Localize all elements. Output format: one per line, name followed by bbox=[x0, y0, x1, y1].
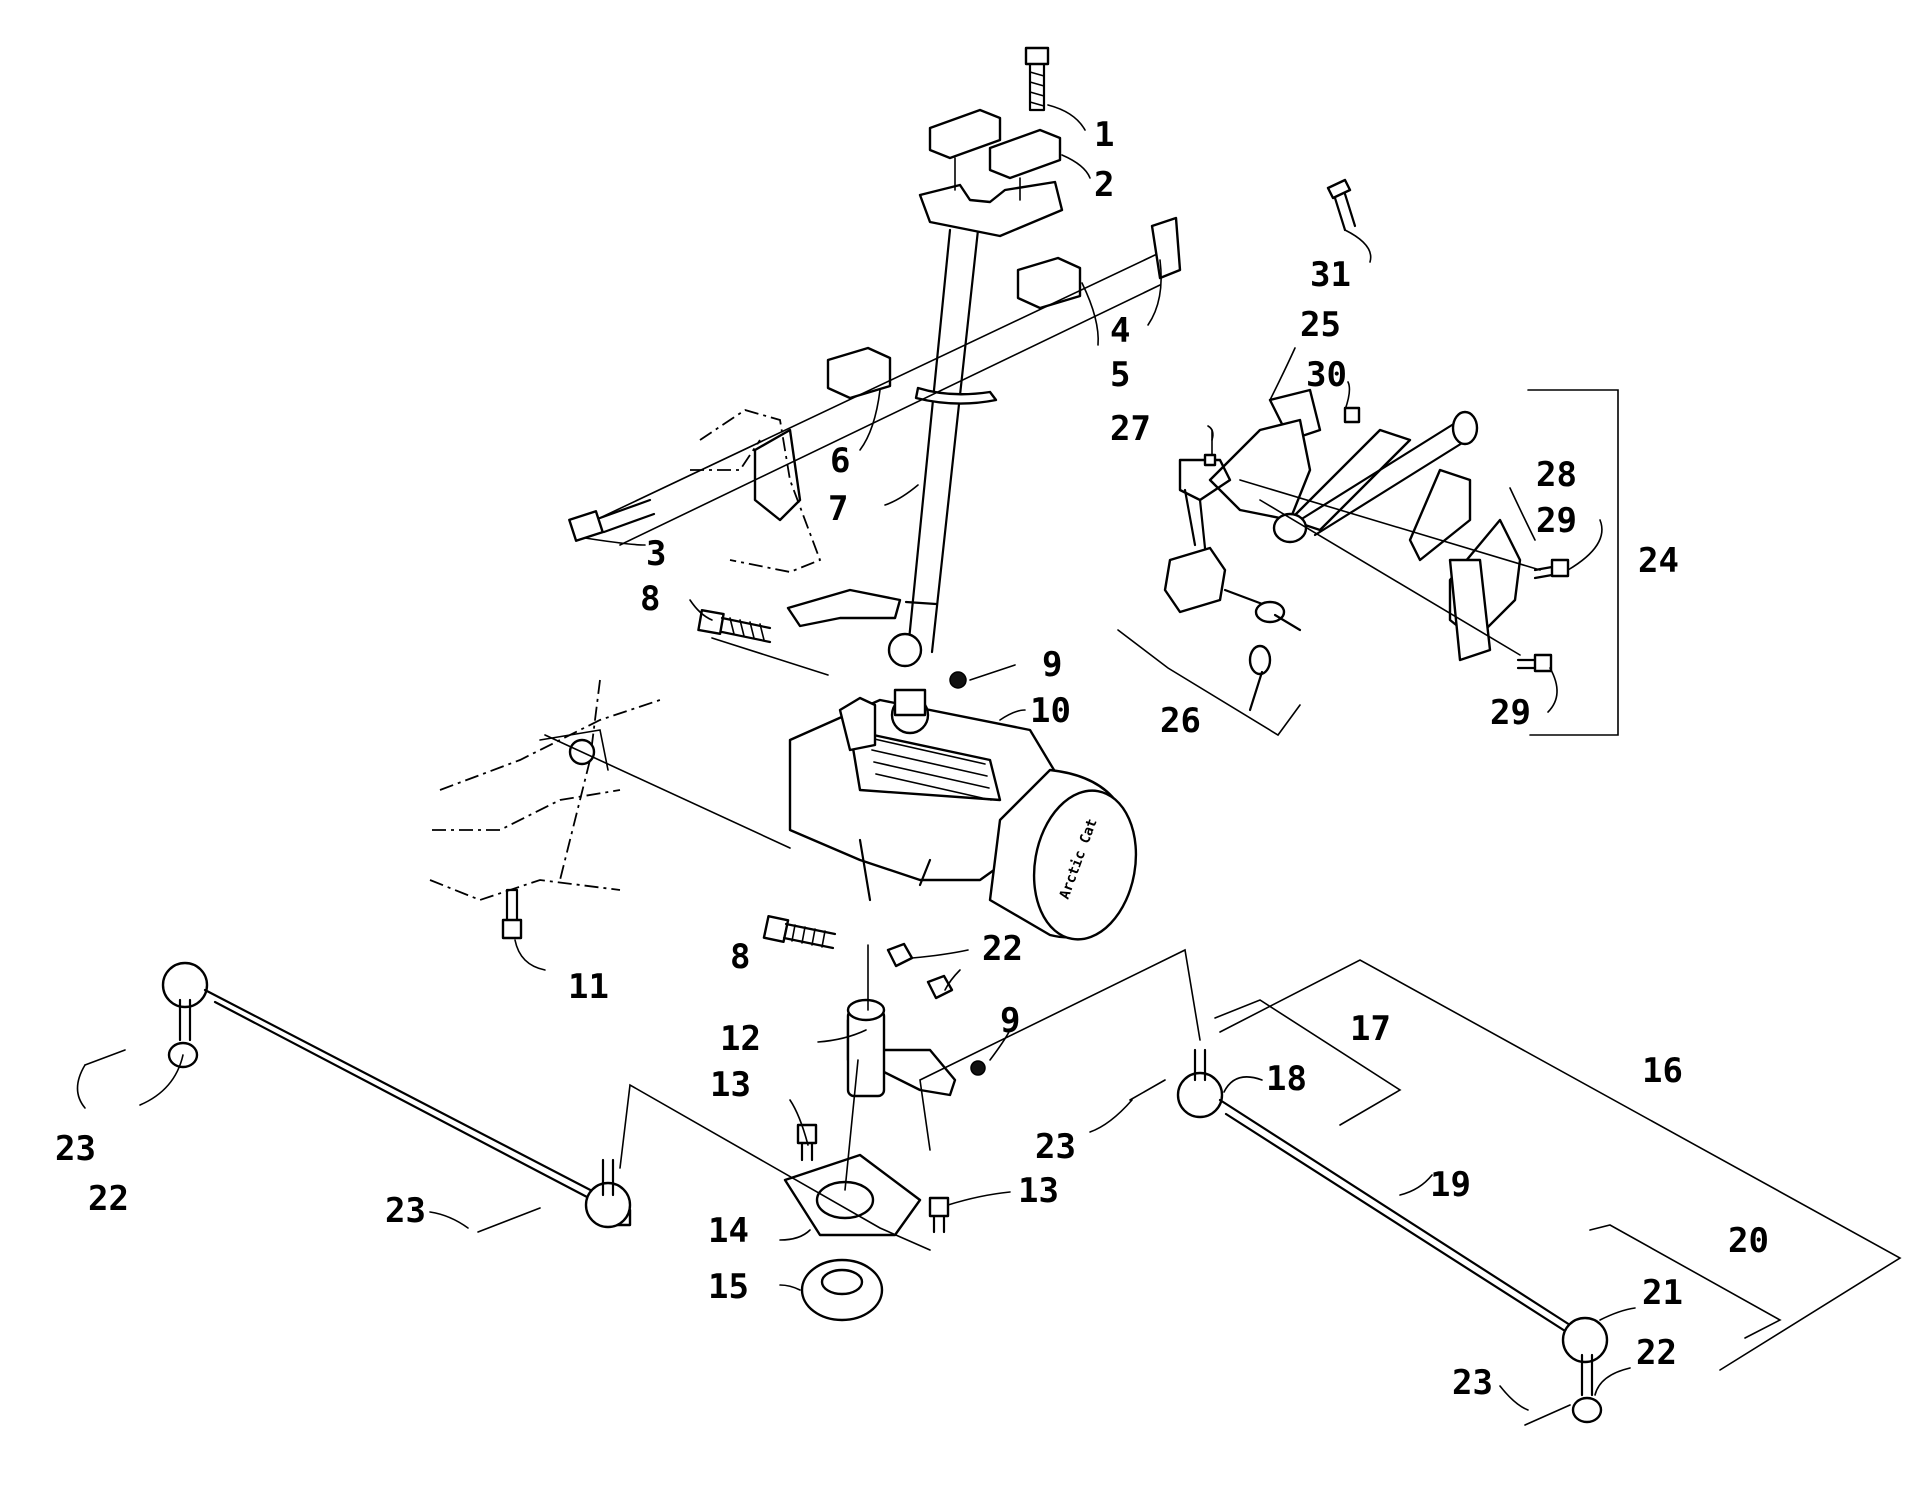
bolt bbox=[1024, 46, 1050, 112]
left-tie-rod bbox=[84, 961, 931, 1251]
callout-26: 26 bbox=[1160, 701, 1201, 741]
callout-12: 12 bbox=[720, 1019, 761, 1059]
callout-24: 24 bbox=[1638, 541, 1679, 581]
bearing-plate-assembly bbox=[783, 1059, 950, 1322]
callout-17: 17 bbox=[1350, 1009, 1391, 1049]
callout-27: 27 bbox=[1110, 409, 1151, 449]
callout-29-upper: 29 bbox=[1536, 501, 1577, 541]
callout-22-upper: 22 bbox=[982, 929, 1023, 969]
callout-15: 15 bbox=[708, 1267, 749, 1307]
chassis-frame bbox=[429, 679, 791, 901]
callout-23-center: 23 bbox=[1035, 1127, 1076, 1167]
callout-19: 19 bbox=[1430, 1165, 1471, 1205]
callout-22-left: 22 bbox=[88, 1179, 129, 1219]
callout-10: 10 bbox=[1030, 691, 1071, 731]
callout-13-left: 13 bbox=[710, 1065, 751, 1105]
power-steering-unit: Arctic Cat bbox=[788, 688, 1138, 941]
callout-9-upper: 9 bbox=[1042, 645, 1062, 685]
callout-14: 14 bbox=[708, 1211, 749, 1251]
callout-30: 30 bbox=[1306, 355, 1347, 395]
handlebar-clamp bbox=[918, 108, 1064, 238]
callout-13-right: 13 bbox=[1018, 1171, 1059, 1211]
pitman-arm-assembly bbox=[762, 914, 986, 1098]
leader-lines bbox=[76, 104, 1636, 1411]
callout-labels: 1 2 3 4 5 6 7 8 9 10 11 22 8 9 12 13 13 … bbox=[55, 115, 1769, 1403]
callout-2: 2 bbox=[1094, 165, 1114, 205]
callout-18: 18 bbox=[1266, 1059, 1307, 1099]
callout-31: 31 bbox=[1310, 255, 1351, 295]
callout-7: 7 bbox=[828, 489, 848, 529]
callout-25: 25 bbox=[1300, 305, 1341, 345]
callout-1: 1 bbox=[1094, 115, 1114, 155]
callout-23-far-left: 23 bbox=[55, 1129, 96, 1169]
frame-bolt bbox=[501, 888, 523, 940]
callout-6: 6 bbox=[830, 441, 850, 481]
callout-9-lower: 9 bbox=[1000, 1001, 1020, 1041]
column-lower-hardware bbox=[697, 588, 967, 689]
right-tie-rod bbox=[919, 948, 1902, 1426]
callout-5: 5 bbox=[1110, 355, 1130, 395]
mounting-bracket-assembly bbox=[1208, 388, 1619, 736]
ignition-switch bbox=[1117, 429, 1302, 737]
callout-23-left: 23 bbox=[385, 1191, 426, 1231]
callout-21: 21 bbox=[1642, 1273, 1683, 1313]
callout-20: 20 bbox=[1728, 1221, 1769, 1261]
callout-4: 4 bbox=[1110, 311, 1130, 351]
callout-8-lower: 8 bbox=[730, 937, 750, 977]
callout-3: 3 bbox=[646, 534, 666, 574]
callout-29-lower: 29 bbox=[1490, 693, 1531, 733]
frame-bracket bbox=[690, 409, 822, 573]
callout-22-right: 22 bbox=[1636, 1333, 1677, 1373]
callout-16: 16 bbox=[1642, 1051, 1683, 1091]
left-callouts-extra: 22 bbox=[88, 1179, 129, 1219]
callout-11: 11 bbox=[568, 967, 609, 1007]
callout-8-upper: 8 bbox=[640, 579, 660, 619]
callout-23-right: 23 bbox=[1452, 1363, 1493, 1403]
column-clamp-blocks bbox=[568, 216, 1182, 546]
callout-28: 28 bbox=[1536, 455, 1577, 495]
steering-column bbox=[904, 228, 998, 654]
small-hardware bbox=[1326, 178, 1361, 424]
